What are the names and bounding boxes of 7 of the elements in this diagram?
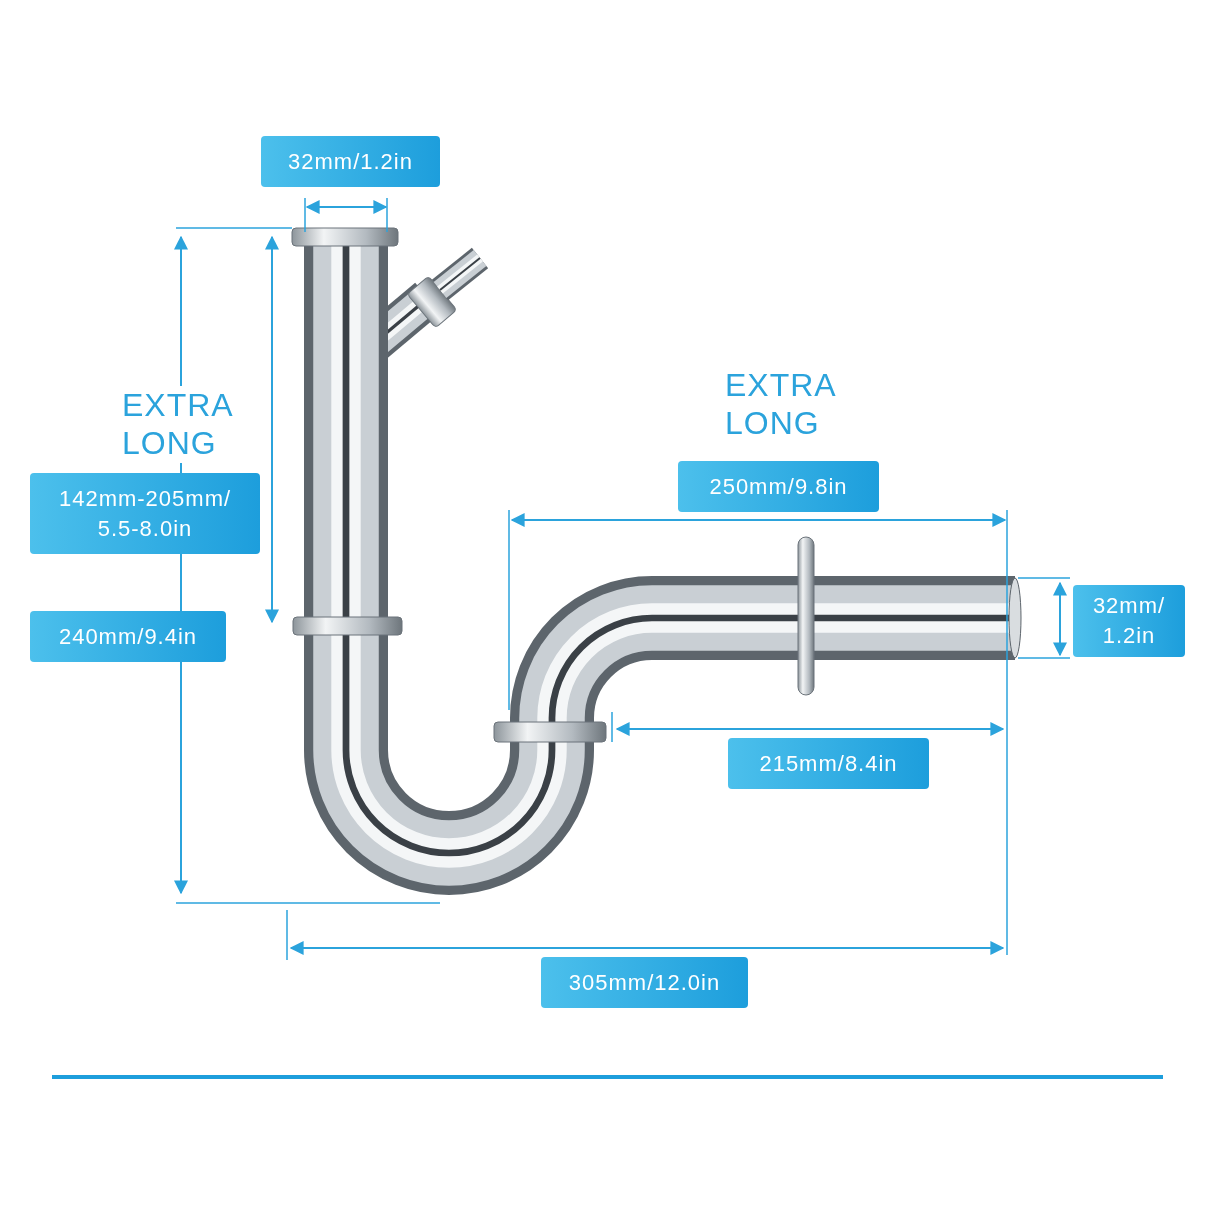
dimension-label: 240mm/9.4in: [30, 611, 226, 662]
dimension-label: 305mm/12.0in: [541, 957, 748, 1008]
dimension-label: 250mm/9.8in: [678, 461, 879, 512]
dimension-label: 32mm/ 1.2in: [1073, 585, 1185, 657]
dimension-label: 32mm/1.2in: [261, 136, 440, 187]
dimension-label: 215mm/8.4in: [728, 738, 929, 789]
dimension-label: 142mm-205mm/ 5.5-8.0in: [30, 473, 260, 554]
